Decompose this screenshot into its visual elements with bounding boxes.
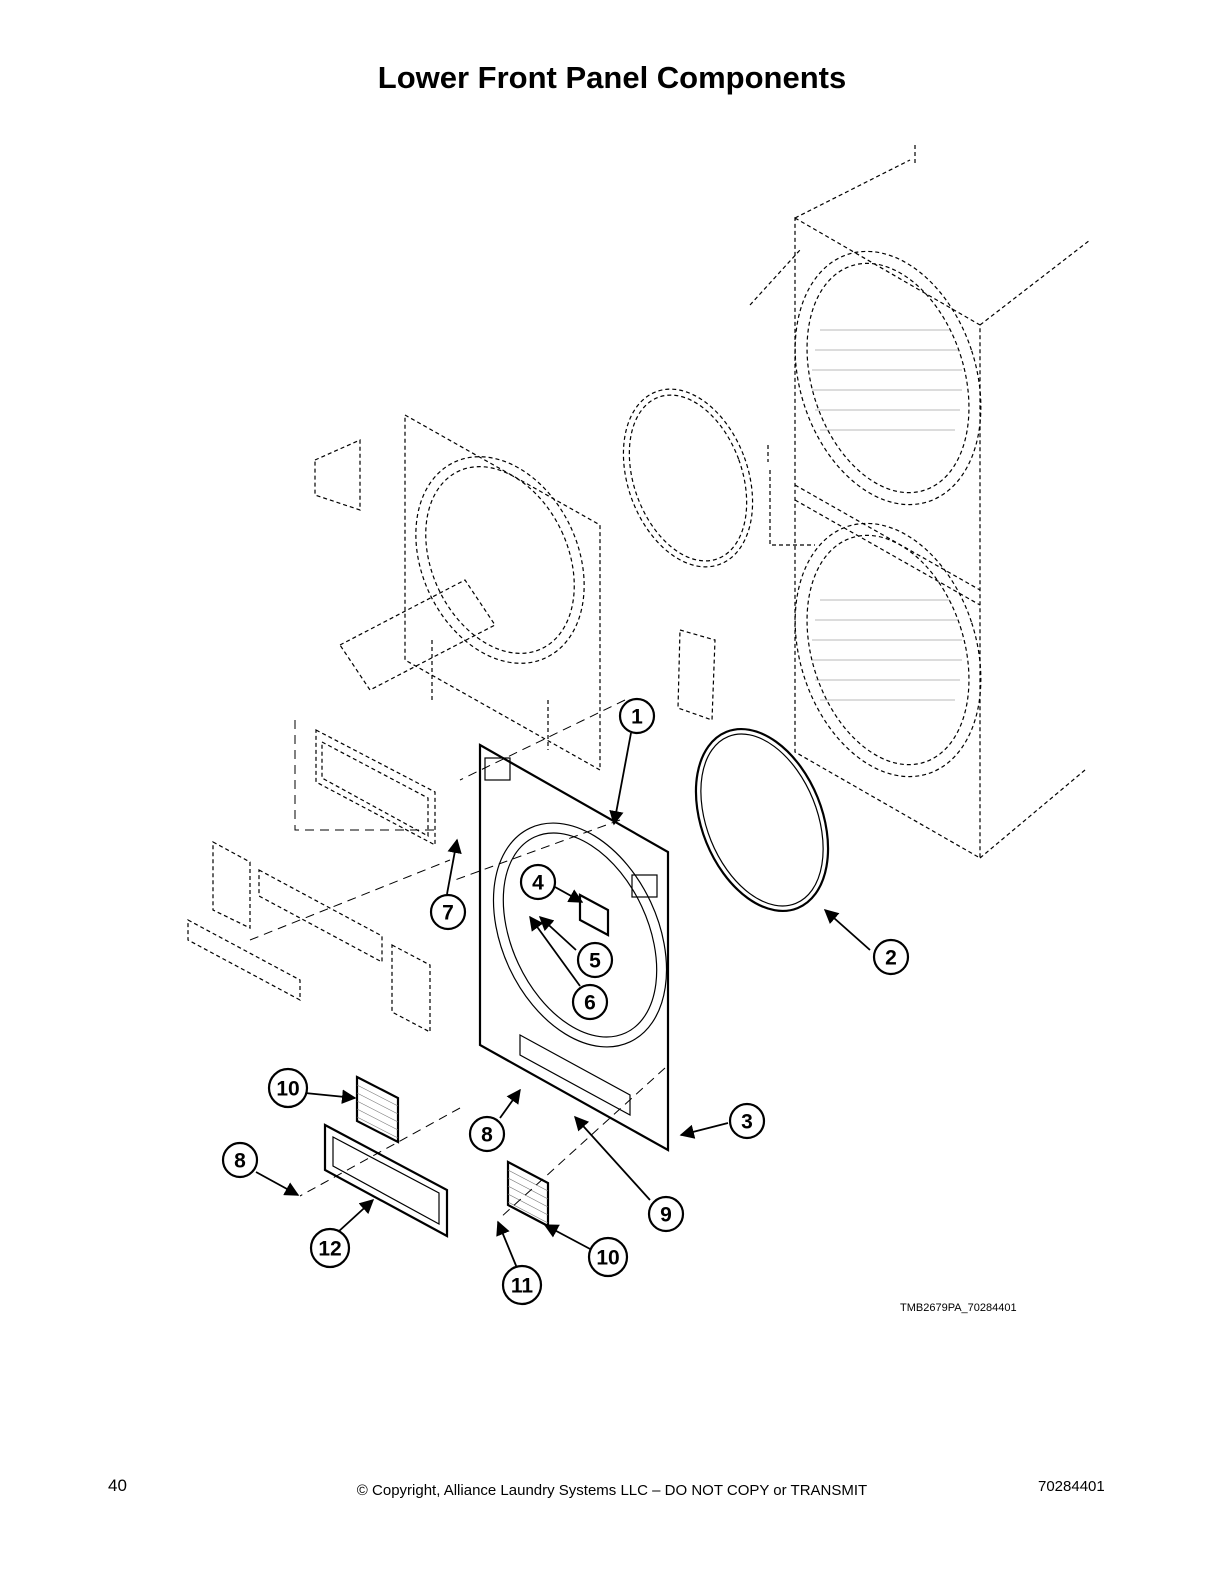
callout-label: 3 (741, 1111, 753, 1134)
callout-4: 4 (519, 863, 557, 901)
callout-11: 11 (501, 1264, 543, 1306)
callout-label: 6 (584, 992, 596, 1015)
louver-grille-upper (355, 1075, 400, 1144)
louver-grille-lower (506, 1160, 550, 1228)
grille-frame (323, 1123, 449, 1238)
lower-front-panel (478, 743, 670, 1152)
drawing-reference: TMB2679PA_70284401 (900, 1302, 1017, 1314)
callout-label: 11 (511, 1275, 534, 1298)
document-number: 70284401 (1038, 1478, 1105, 1495)
upper-front-panel (314, 413, 716, 772)
page-title: Lower Front Panel Components (377, 60, 847, 95)
lower-trim-panels (187, 720, 451, 1033)
callout-label: 12 (318, 1238, 341, 1261)
callout-label: 10 (276, 1078, 299, 1101)
upper-door-gasket-inner (628, 394, 748, 562)
callout-8-right: 8 (468, 1115, 506, 1153)
callout-label: 7 (442, 902, 454, 925)
callout-label: 10 (596, 1247, 619, 1270)
drum-perforation (812, 329, 962, 701)
callout-label: 8 (481, 1124, 493, 1147)
callout-10-lower: 10 (587, 1236, 629, 1278)
callout-12: 12 (309, 1227, 351, 1269)
callout-label: 9 (660, 1204, 672, 1227)
lower-door-gasket (694, 727, 830, 913)
callout-label: 1 (631, 706, 643, 729)
callout-5: 5 (576, 941, 614, 979)
callout-arrows (255, 732, 871, 1269)
callout-10-upper: 10 (267, 1067, 309, 1109)
callout-7: 7 (429, 893, 467, 931)
lower-door-gasket-inner (700, 733, 824, 907)
grille-frame-inner (332, 1136, 440, 1226)
callout-label: 2 (885, 947, 897, 970)
callout-1: 1 (618, 697, 656, 735)
callout-label: 8 (234, 1150, 246, 1173)
dryer-cabinet (749, 145, 1091, 860)
callout-6: 6 (571, 983, 609, 1021)
page-number: 40 (108, 1476, 127, 1495)
callout-label: 5 (589, 950, 601, 973)
copyright-notice: © Copyright, Alliance Laundry Systems LL… (356, 1482, 868, 1499)
callout-3: 3 (728, 1102, 766, 1140)
upper-door-gasket (622, 388, 754, 568)
callout-9: 9 (647, 1195, 685, 1233)
callout-8-left: 8 (221, 1141, 259, 1179)
callout-label: 4 (532, 872, 544, 895)
callout-2: 2 (872, 938, 910, 976)
